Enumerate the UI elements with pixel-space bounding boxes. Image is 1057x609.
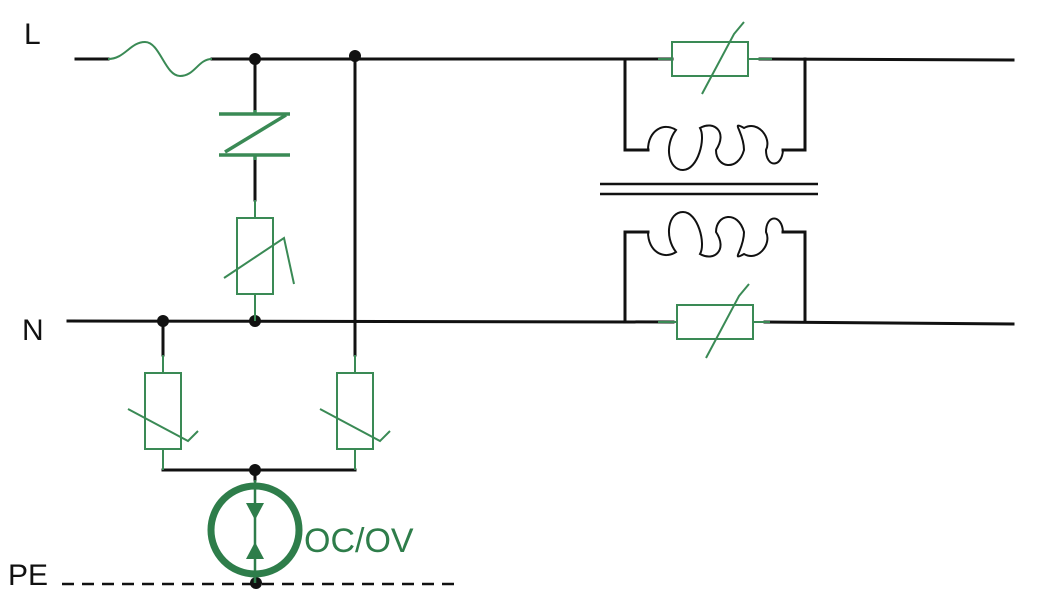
label-protective-earth: PE [8, 559, 48, 592]
secondary-coil-icon [647, 210, 784, 258]
gas-discharge-tube-icon [219, 110, 290, 160]
junction-dot [349, 50, 361, 62]
varistor-icon [658, 21, 772, 95]
label-neutral: N [22, 314, 44, 347]
wire-right-secondary [781, 230, 807, 324]
junction-dot [249, 464, 261, 476]
wire-left-secondary [623, 230, 650, 324]
varistor-icon [223, 200, 295, 321]
transformer-icon [600, 124, 818, 258]
junction-dot [157, 315, 169, 327]
wiring [66, 57, 1015, 482]
wire-right-primary [781, 57, 807, 152]
varistor-icon [127, 355, 199, 470]
gdt-oc-ov-icon [207, 480, 303, 583]
wire-n-output [763, 320, 1015, 326]
junction-dot [249, 53, 261, 65]
varistor-icon [319, 355, 391, 470]
label-line: L [24, 18, 41, 51]
wire-l-output [758, 57, 1015, 62]
fuse-icon [107, 40, 213, 78]
primary-coil-icon [647, 124, 784, 172]
label-gdt: OC/OV [304, 522, 414, 560]
wire-left-primary [623, 57, 650, 152]
varistor-icon [658, 283, 770, 359]
